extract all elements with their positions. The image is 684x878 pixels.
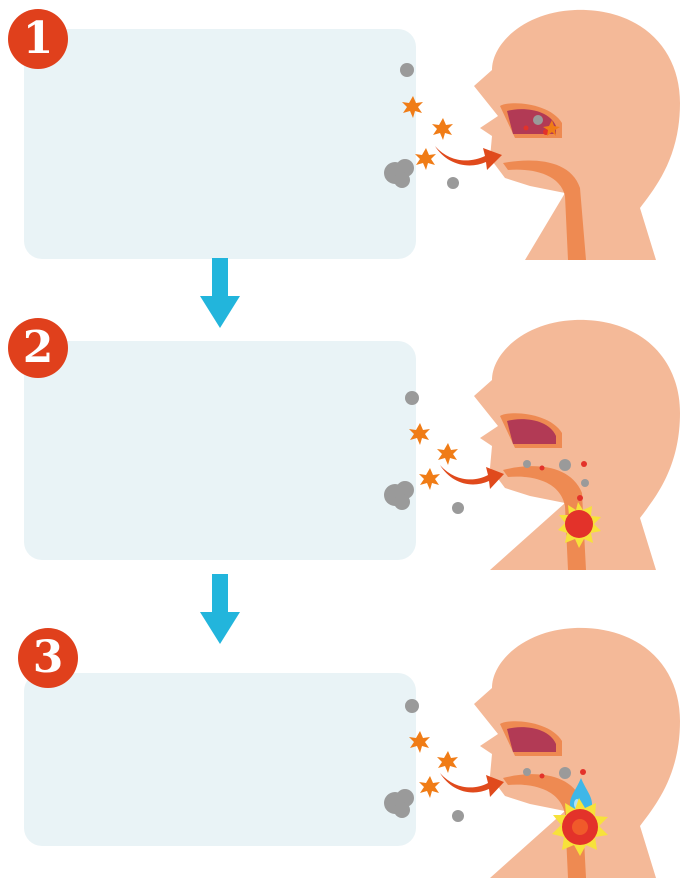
dust-cloud-icon <box>384 63 459 189</box>
step-2-badge: 2 <box>8 318 68 378</box>
pollen-spark-icon <box>409 731 458 798</box>
dust-cloud-icon <box>384 699 464 822</box>
dust-cloud-icon <box>384 391 464 514</box>
step-1-badge: 1 <box>8 9 68 69</box>
inflammation-burst-icon <box>558 502 601 548</box>
airway <box>500 721 586 878</box>
down-arrow-icon <box>200 574 240 644</box>
particles-inside <box>523 459 589 501</box>
step-3-panel <box>24 673 416 846</box>
head-silhouette <box>474 9 680 260</box>
step-2-panel <box>24 341 416 560</box>
step-2-head-illustration <box>384 319 680 570</box>
inhale-arrow-icon <box>440 773 504 797</box>
step-1-panel <box>24 29 416 259</box>
step-1-head-illustration <box>384 9 680 260</box>
inhale-arrow-icon <box>440 465 504 489</box>
inflammation-burst-icon <box>552 798 608 856</box>
pollen-spark-icon <box>402 96 453 170</box>
airway <box>500 413 586 570</box>
airway <box>500 103 586 260</box>
head-silhouette <box>474 627 680 878</box>
step-3-head-illustration <box>384 627 680 878</box>
inhale-arrow-icon <box>435 146 502 170</box>
particles-inside <box>523 115 560 136</box>
particles-inside <box>523 767 586 779</box>
step-3-badge: 3 <box>18 628 78 688</box>
down-arrow-icon <box>200 258 240 328</box>
pollen-spark-icon <box>409 423 458 490</box>
head-silhouette <box>474 319 680 570</box>
